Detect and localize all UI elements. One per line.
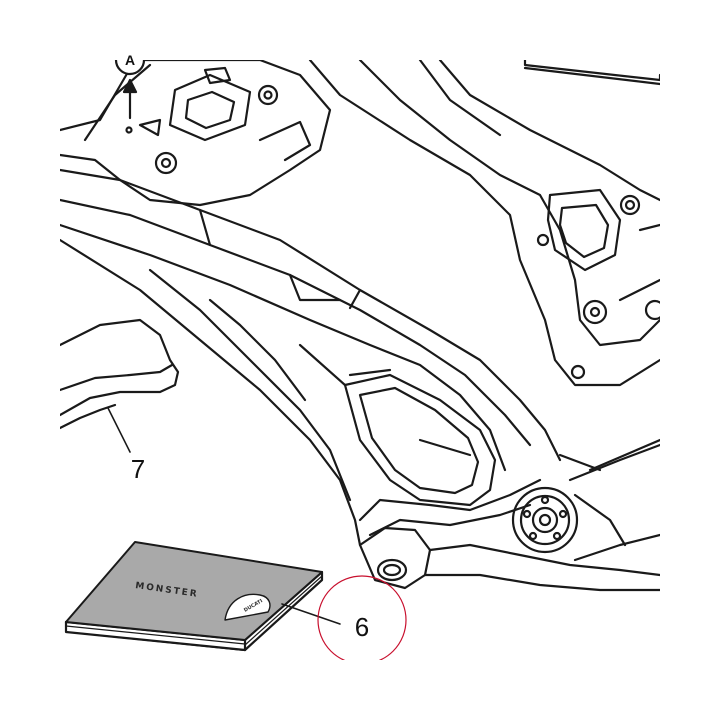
swingarm-side-panel: [308, 60, 660, 387]
top-right-strip: [523, 60, 660, 86]
owners-manual: [64, 541, 324, 652]
leader-line-6: [281, 603, 341, 625]
highlight-circle: [317, 575, 407, 660]
lower-mount-lug: [358, 526, 660, 592]
pivot-hub: [511, 438, 660, 562]
main-frame-tube: [60, 168, 562, 547]
upper-frame-bracket: [60, 60, 332, 207]
leader-line-7: [107, 407, 131, 453]
view-a-marker: [114, 60, 146, 120]
frame-gusset: [298, 343, 542, 537]
ducati-badge: [224, 593, 271, 621]
manual-cover: [65, 541, 323, 641]
callout-7: 7: [131, 454, 145, 484]
callout-6: 6: [355, 612, 369, 642]
view-marker-label: A: [125, 52, 135, 68]
seat-cover-part: [60, 318, 180, 430]
